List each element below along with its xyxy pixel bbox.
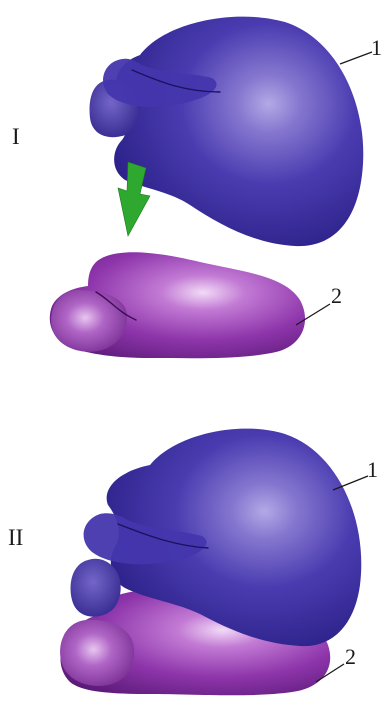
panel-label: II xyxy=(8,525,23,550)
panel-1: I 1 2 xyxy=(12,17,382,359)
large-subunit-body xyxy=(114,17,363,247)
callout-number-1: 1 xyxy=(371,35,382,60)
callout-number-1: 1 xyxy=(367,457,378,482)
large-subunit-lobe xyxy=(71,559,121,617)
panel-2: II 1 2 xyxy=(8,429,378,696)
small-subunit-lobe xyxy=(60,620,134,686)
small-subunit xyxy=(50,252,305,358)
callout-number-2: 2 xyxy=(345,644,356,669)
panel-label: I xyxy=(12,124,20,149)
leader-line-1 xyxy=(340,52,372,64)
callout-number-2: 2 xyxy=(331,283,342,308)
small-subunit-lobe xyxy=(51,290,127,352)
